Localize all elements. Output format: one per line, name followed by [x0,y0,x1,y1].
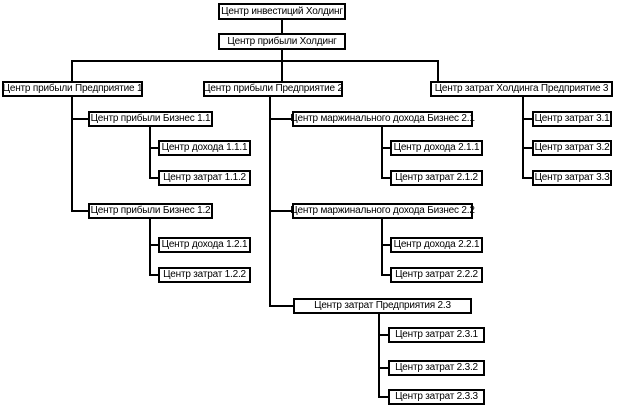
connector-line [269,210,292,212]
node-income-center-1-2-1: Центр дохода 1.2.1 [158,237,251,253]
node-cost-center-2-3-2: Центр затрат 2.3.2 [388,360,485,376]
connector-line [381,244,390,246]
connector-line [71,97,73,212]
connector-line [149,274,158,276]
node-cost-center-enterprise-2-3: Центр затрат Предприятия 2.3 [293,298,472,314]
node-cost-center-3-3: Центр затрат 3.3 [532,170,612,186]
connector-line [381,147,390,149]
connector-line [281,50,283,81]
connector-line [522,118,532,120]
node-cost-center-holding-enterprise-3: Центр затрат Холдинга Предприятие 3 [430,81,613,97]
connector-line [522,177,532,179]
connector-line [149,127,151,179]
node-cost-center-2-3-3: Центр затрат 2.3.3 [388,389,485,405]
connector-line [149,177,158,179]
node-profit-center-business-1-2: Центр прибыли Бизнес 1.2 [88,203,213,219]
connector-line [269,97,271,307]
node-cost-center-3-1: Центр затрат 3.1 [532,111,612,127]
connector-line [381,177,390,179]
node-income-center-2-2-1: Центр дохода 2.2.1 [390,237,483,253]
node-cost-center-1-2-2: Центр затрат 1.2.2 [158,267,251,283]
connector-line [437,60,439,81]
connector-line [71,210,88,212]
connector-line [378,396,388,398]
node-investment-center-holding: Центр инвестиций Холдинг [218,3,346,20]
connector-line [381,274,390,276]
node-profit-center-holding: Центр прибыли Холдинг [218,33,346,50]
node-cost-center-2-2-2: Центр затрат 2.2.2 [390,267,483,283]
connector-line [269,305,293,307]
connector-line [378,314,380,398]
node-cost-center-2-1-2: Центр затрат 2.1.2 [390,170,483,186]
node-profit-center-business-1-1: Центр прибыли Бизнес 1.1 [88,111,213,127]
connector-line [522,147,532,149]
node-cost-center-2-3-1: Центр затрат 2.3.1 [388,327,485,343]
connector-line [149,147,158,149]
connector-line [269,118,292,120]
node-profit-center-enterprise-1: Центр прибыли Предприятие 1 [2,81,143,97]
connector-line [149,219,151,276]
connector-line [381,219,383,276]
connector-line [71,60,439,62]
node-cost-center-3-2: Центр затрат 3.2 [532,140,612,156]
connector-line [71,60,73,81]
node-marginal-income-center-business-2-2: Центр маржинального дохода Бизнес 2.2 [290,203,475,219]
connector-line [281,20,283,33]
connector-line [71,118,88,120]
connector-line [149,244,158,246]
node-income-center-2-1-1: Центр дохода 2.1.1 [390,140,483,156]
node-profit-center-enterprise-2: Центр прибыли Предприятие 2 [203,81,343,97]
connector-line [381,127,383,179]
connector-line [522,97,524,179]
node-income-center-1-1-1: Центр дохода 1.1.1 [158,140,251,156]
connector-line [378,367,388,369]
node-cost-center-1-1-2: Центр затрат 1.1.2 [158,170,251,186]
node-marginal-income-center-business-2-1: Центр маржинального дохода Бизнес 2.1 [290,111,475,127]
connector-line [378,334,388,336]
